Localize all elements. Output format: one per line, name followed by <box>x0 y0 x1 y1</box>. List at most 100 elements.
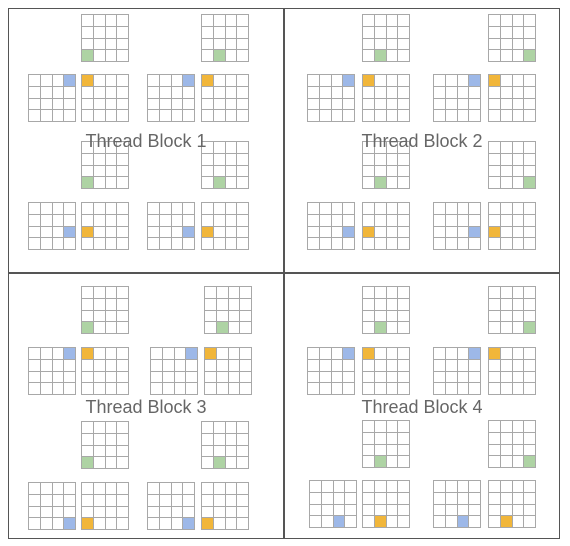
thread-cell <box>512 142 525 154</box>
thread-cell <box>202 26 214 39</box>
thread-cell <box>363 516 375 528</box>
thread-cell <box>202 506 214 519</box>
thread-cell <box>500 421 513 433</box>
thread-cell <box>225 518 238 530</box>
thread-grid-orange <box>201 202 249 250</box>
thread-grid-orange <box>204 347 252 395</box>
thread-cell <box>445 226 458 239</box>
thread-cell <box>386 383 399 395</box>
thread-cell <box>117 238 129 250</box>
thread-cell <box>398 86 410 99</box>
thread-grid-orange <box>488 480 536 528</box>
thread-cell <box>93 98 106 111</box>
thread-cell <box>117 287 129 299</box>
thread-cell <box>202 15 214 27</box>
thread-cell <box>386 481 399 493</box>
thread-cell <box>512 371 525 384</box>
thread-cell <box>512 214 525 227</box>
thread-cell <box>52 238 65 250</box>
thread-cell <box>174 359 187 372</box>
thread-cell <box>363 15 375 27</box>
thread-cell <box>374 504 387 517</box>
highlighted-thread-cell <box>186 348 198 360</box>
thread-cell <box>386 322 399 334</box>
thread-cell <box>117 153 129 166</box>
thread-grid-blue <box>307 74 355 122</box>
thread-cell <box>363 98 375 111</box>
thread-cell <box>213 110 226 122</box>
thread-cell <box>213 422 226 434</box>
thread-cell <box>93 483 106 495</box>
thread-cell <box>331 214 344 227</box>
thread-cell <box>216 383 229 395</box>
thread-cell <box>363 203 375 215</box>
thread-cell <box>398 322 410 334</box>
thread-cell <box>363 177 375 189</box>
thread-cell <box>159 483 172 495</box>
thread-cell <box>398 348 410 360</box>
thread-cell <box>117 98 129 111</box>
thread-grid-green <box>488 420 536 468</box>
thread-cell <box>319 203 332 215</box>
thread-cell <box>512 492 525 505</box>
thread-cell <box>213 214 226 227</box>
thread-cell <box>117 86 129 99</box>
thread-cell <box>386 371 399 384</box>
thread-cell <box>469 383 481 395</box>
thread-cell <box>64 214 76 227</box>
thread-cell <box>240 371 252 384</box>
highlighted-thread-cell <box>524 456 536 468</box>
thread-cell <box>319 371 332 384</box>
thread-cell <box>308 383 320 395</box>
thread-cell <box>331 86 344 99</box>
thread-cell <box>237 38 249 51</box>
thread-cell <box>489 203 501 215</box>
thread-cell <box>386 287 399 299</box>
thread-cell <box>186 371 198 384</box>
thread-cell <box>225 98 238 111</box>
thread-cell <box>216 298 229 311</box>
thread-cell <box>237 177 249 189</box>
thread-cell <box>489 50 501 62</box>
thread-cell <box>386 38 399 51</box>
thread-cell <box>105 26 118 39</box>
thread-cell <box>524 287 536 299</box>
thread-cell <box>398 75 410 87</box>
highlighted-thread-cell <box>524 50 536 62</box>
thread-cell <box>82 38 94 51</box>
thread-cell <box>363 38 375 51</box>
thread-cell <box>202 483 214 495</box>
thread-cell <box>469 98 481 111</box>
thread-grid-green <box>204 286 252 334</box>
thread-cell <box>64 238 76 250</box>
thread-cell <box>82 15 94 27</box>
thread-cell <box>434 359 446 372</box>
thread-cell <box>319 110 332 122</box>
thread-cell <box>512 226 525 239</box>
thread-cell <box>52 483 65 495</box>
thread-cell <box>213 203 226 215</box>
thread-cell <box>489 322 501 334</box>
thread-cell <box>469 110 481 122</box>
thread-cell <box>93 287 106 299</box>
thread-cell <box>237 518 249 530</box>
thread-cell <box>469 238 481 250</box>
thread-cell <box>398 203 410 215</box>
thread-cell <box>524 238 536 250</box>
thread-cell <box>29 98 41 111</box>
thread-cell <box>117 494 129 507</box>
thread-cell <box>469 492 481 505</box>
thread-cell <box>398 110 410 122</box>
thread-cell <box>202 494 214 507</box>
thread-cell <box>213 142 226 154</box>
thread-cell <box>524 26 536 39</box>
thread-cell <box>29 494 41 507</box>
thread-cell <box>500 432 513 445</box>
highlighted-thread-cell <box>82 75 94 87</box>
thread-cell <box>500 26 513 39</box>
thread-cell <box>398 383 410 395</box>
thread-cell <box>386 98 399 111</box>
thread-cell <box>321 492 334 505</box>
thread-cell <box>386 444 399 457</box>
thread-cell <box>500 226 513 239</box>
